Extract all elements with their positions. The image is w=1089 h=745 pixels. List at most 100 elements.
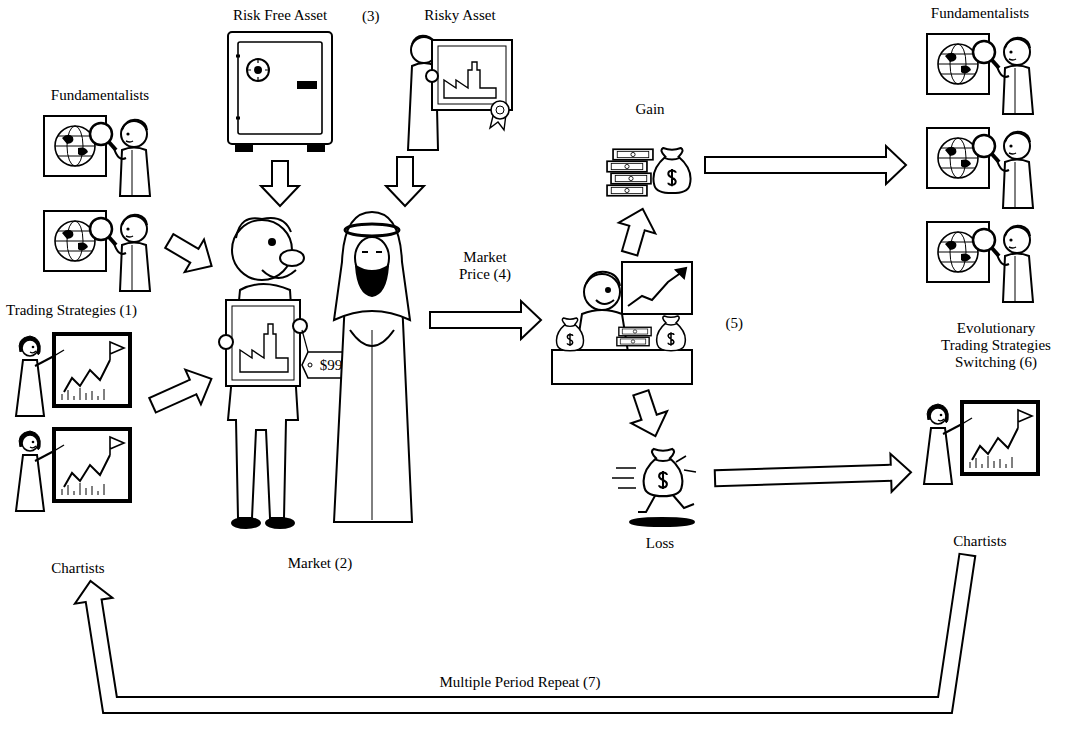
arrow-body [716, 473, 892, 479]
risky-asset: Risky Asset [395, 6, 525, 152]
trader-drawing [586, 272, 620, 286]
trader-drawing [617, 337, 649, 346]
arrow-head [631, 411, 667, 436]
market-traders-drawing [236, 218, 291, 238]
safe-drawing [298, 82, 316, 88]
market-traders-drawing [266, 518, 294, 528]
safe-drawing [247, 59, 269, 81]
market-traders-drawing [302, 330, 308, 352]
loss-money-drawing [676, 456, 696, 472]
safe-drawing [228, 32, 332, 151]
arrow-body [641, 394, 649, 419]
arrow-body [431, 313, 522, 327]
arrow-head [75, 581, 113, 604]
node-label: Fundamentalists [929, 4, 1031, 22]
arrow-body [170, 242, 195, 257]
trader-drawing [552, 350, 692, 384]
group-label: Trading Strategies (1) [6, 302, 137, 319]
block-arrow [631, 392, 667, 436]
chartist-figures [16, 334, 1038, 511]
safe-drawing [236, 144, 252, 151]
chartist-figures [16, 334, 130, 416]
node-label: Risky Asset [422, 6, 497, 24]
trader-drawing [622, 262, 692, 314]
market-traders-drawing [240, 324, 288, 372]
safe-drawing [308, 144, 324, 151]
arrow-body [630, 227, 637, 252]
arrow-joint [193, 255, 197, 257]
node-label: Chartists [951, 532, 1008, 550]
process-label: Evolutionary Trading Strategies Switchin… [934, 320, 1058, 371]
arrow-body [94, 556, 968, 705]
market-traders-drawing [269, 239, 275, 245]
arrow-joint [273, 184, 287, 188]
market-traders-drawing [350, 330, 394, 346]
node-label: (5) [724, 314, 746, 332]
market-traders-drawing [293, 319, 307, 333]
arrow-outline [429, 311, 522, 329]
loss-money-drawing [630, 518, 694, 526]
safe-drawing [228, 32, 332, 144]
gain-money-drawing [607, 185, 647, 196]
arrow-joint [191, 386, 195, 388]
arrow-joint [519, 313, 523, 327]
arrow-body [273, 162, 287, 187]
market-traders-drawing [362, 251, 382, 253]
safe-drawing [238, 42, 322, 134]
arrow-body [706, 158, 887, 172]
arrow-head [386, 186, 424, 206]
price-tag: $99 [320, 357, 343, 374]
arrow-joint [398, 184, 412, 188]
loss-money-drawing [644, 449, 683, 496]
market-traders-drawing [280, 250, 304, 266]
arrow-joint [648, 415, 649, 419]
node-label: Market (2) [286, 554, 355, 572]
market-traders-drawing [372, 330, 373, 520]
trader-drawing [596, 300, 614, 304]
risky-asset-drawing [438, 46, 506, 104]
risky-asset-drawing [491, 101, 509, 119]
arrow-head [890, 454, 911, 492]
block-arrow [75, 554, 968, 705]
node-label: Chartists [49, 559, 106, 577]
arrow-head [185, 370, 211, 405]
arrow-joint [889, 466, 893, 480]
gain-money-drawing [611, 173, 651, 184]
arrow-joint [637, 226, 638, 230]
block-arrow [168, 239, 211, 272]
arrow-outline [714, 473, 892, 479]
arrow-body [154, 387, 195, 405]
market-traders-drawing [334, 212, 410, 320]
trader-drawing [676, 268, 686, 278]
loss-money-drawing [612, 468, 636, 488]
arrow-body [398, 158, 412, 187]
trader-drawing [657, 316, 686, 351]
edge-label: Market Price (4) [446, 249, 524, 283]
fundamentalists-group: Fundamentalists [910, 4, 1050, 316]
block-arrow [152, 370, 212, 406]
risky-asset-drawing [444, 62, 496, 98]
market: Market (2) [215, 210, 425, 572]
fundamentalist-figures [927, 222, 1033, 302]
fundamentalist-figures [44, 211, 150, 291]
risky-asset-drawing [408, 36, 512, 150]
arrow-outline [396, 156, 414, 187]
gain: Gain [600, 100, 700, 205]
arrow-joint [884, 158, 888, 172]
block-arrow [261, 160, 299, 206]
loss-money-drawing [612, 449, 696, 526]
market-maker: (5) [545, 258, 745, 388]
arrow-joint [86, 599, 101, 603]
block-arrow [429, 301, 541, 339]
arrow-outline [152, 387, 194, 406]
trader-drawing [556, 318, 583, 351]
trader-drawing [606, 288, 610, 292]
arrow-head [619, 209, 656, 234]
arrow-head [886, 146, 906, 184]
market-traders-drawing [334, 294, 412, 522]
risky-asset-drawing [496, 106, 504, 114]
trader-drawing [628, 272, 682, 306]
safe-drawing [236, 56, 240, 118]
